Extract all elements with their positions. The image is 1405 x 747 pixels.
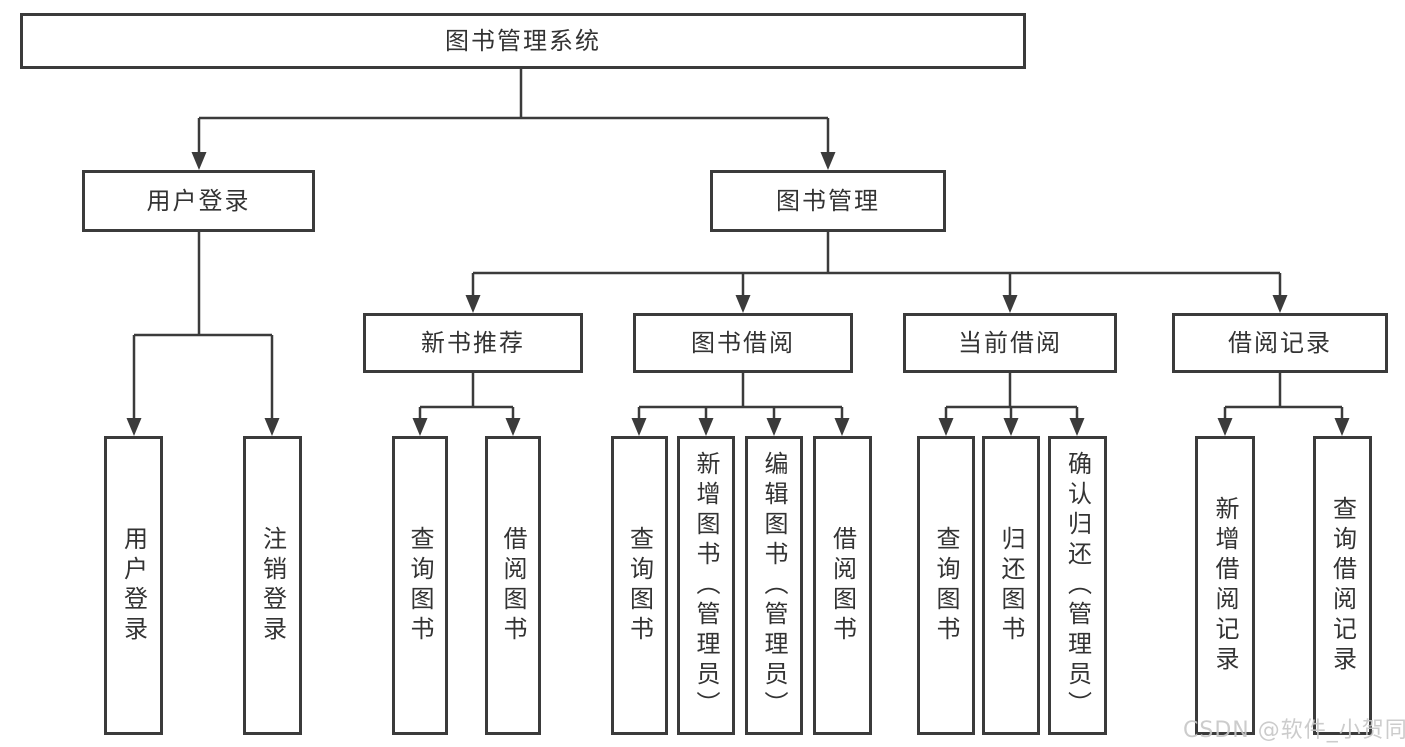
arrow-down-icon: [505, 418, 521, 436]
arrow-down-icon: [465, 295, 481, 313]
leaf-add-borrow-record: 新增借阅记录: [1195, 436, 1255, 735]
arrow-down-icon: [264, 418, 280, 436]
leaf-return-books: 归还图书: [982, 436, 1040, 735]
node-current-borrow: 当前借阅: [903, 313, 1117, 373]
node-user-login: 用户登录: [82, 170, 315, 232]
arrow-down-icon: [1003, 418, 1019, 436]
arrow-down-icon: [191, 152, 207, 170]
leaf-query-books-recommend: 查询图书: [392, 436, 448, 735]
connector-current-borrow-to-children: [944, 373, 1079, 420]
watermark: CSDN @软件_小贺同学: [1183, 718, 1405, 743]
arrow-down-icon: [1334, 418, 1350, 436]
arrow-down-icon: [698, 418, 714, 436]
leaf-query-borrow-record: 查询借阅记录: [1313, 436, 1372, 735]
node-book-borrow: 图书借阅: [633, 313, 853, 373]
leaf-edit-book-admin: 编辑图书（管理员）: [745, 436, 803, 735]
arrow-down-icon: [938, 418, 954, 436]
node-borrow-records: 借阅记录: [1172, 313, 1388, 373]
arrow-down-icon: [1217, 418, 1233, 436]
leaf-query-books-borrow: 查询图书: [611, 436, 668, 735]
arrow-down-icon: [1002, 295, 1018, 313]
node-book-management: 图书管理: [710, 170, 946, 232]
connector-book-management-to-level3: [471, 232, 1282, 297]
arrowhead-icons: [126, 152, 1350, 436]
arrow-down-icon: [126, 418, 142, 436]
leaf-user-login: 用户登录: [104, 436, 163, 735]
leaf-add-book-admin: 新增图书（管理员）: [677, 436, 735, 735]
arrow-down-icon: [412, 418, 428, 436]
arrow-down-icon: [735, 295, 751, 313]
arrow-down-icon: [1069, 418, 1085, 436]
leaf-borrow-books-recommend: 借阅图书: [485, 436, 541, 735]
arrow-down-icon: [834, 418, 850, 436]
connector-book-borrow-to-children: [637, 373, 844, 420]
connector-user-login-to-children: [132, 232, 274, 420]
connector-new-book-recommend-to-children: [418, 373, 515, 420]
arrow-down-icon: [1272, 295, 1288, 313]
node-library-management-system: 图书管理系统: [20, 13, 1026, 69]
leaf-confirm-return-admin: 确认归还（管理员）: [1048, 436, 1107, 735]
arrow-down-icon: [631, 418, 647, 436]
connector-borrow-records-to-children: [1223, 373, 1344, 420]
arrow-down-icon: [766, 418, 782, 436]
arrow-down-icon: [820, 152, 836, 170]
connector-root-to-level2: [197, 69, 830, 154]
leaf-logout-login: 注销登录: [243, 436, 302, 735]
leaf-query-books-current: 查询图书: [917, 436, 975, 735]
node-new-book-recommend: 新书推荐: [363, 313, 583, 373]
leaf-borrow-books: 借阅图书: [813, 436, 872, 735]
